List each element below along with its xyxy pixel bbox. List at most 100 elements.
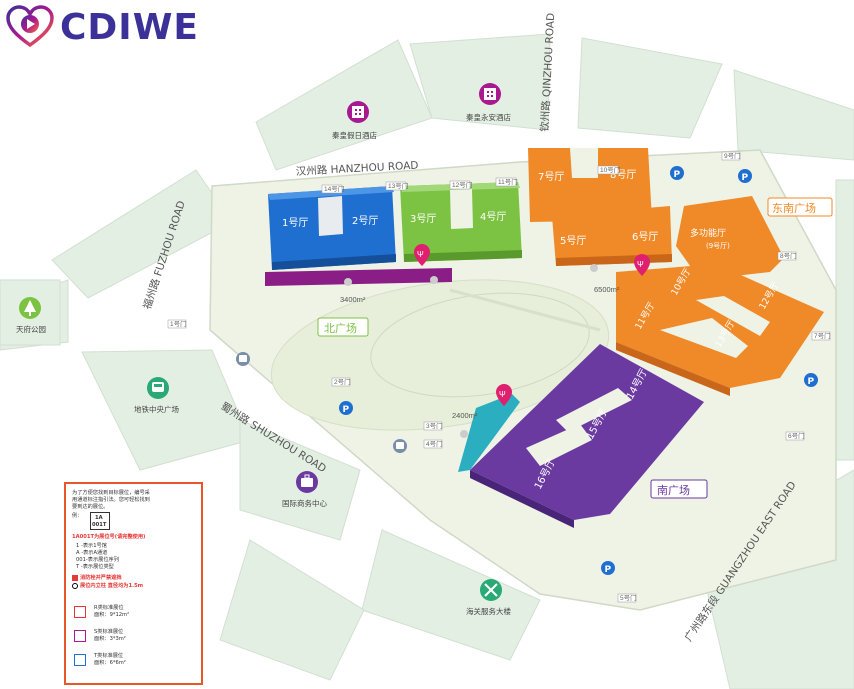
legend-code-desc: 1A001T为展位号(请完整使用) (72, 534, 146, 540)
block-north-east (577, 37, 723, 139)
label-hall-9-sub: (9号厅) (706, 242, 730, 250)
svg-text:Ψ: Ψ (637, 260, 644, 269)
block-south-1 (361, 529, 541, 661)
block-far-east (835, 179, 854, 461)
legend-s-area: 面积：3*3m² (94, 636, 126, 642)
poi-customs: 海关服务大楼 (466, 606, 511, 616)
poi-business: 国际商务中心 (282, 498, 327, 508)
legend-panel: 为了方便您找到目标展位，编号采 用通道标注指引法。您可轻松找到 要到达的展位。 … (64, 482, 203, 685)
gate-11: 11号门 (498, 177, 518, 186)
gate-labels: 1号门 2号门 3号门 4号门 5号门 6号门 7号门 8号门 9号门 10号门… (167, 151, 831, 603)
toilet-icons (344, 264, 598, 438)
north-plaza-area (270, 279, 610, 431)
halls-10-13[interactable] (616, 264, 824, 396)
area-3400: 3400m² (340, 295, 366, 304)
poi-park: 天府公园 (16, 324, 46, 334)
gate-13: 13号门 (388, 181, 408, 190)
legend-code-2: 001T (92, 522, 107, 528)
area-6500: 6500m² (594, 285, 620, 294)
gate-2: 2号门 (334, 377, 351, 386)
legend-pillar: 展位内立柱 直径均为1.5m (80, 583, 144, 589)
halls-14-16[interactable] (470, 344, 704, 528)
svg-text:Ψ: Ψ (499, 390, 506, 399)
halls-1-2[interactable] (268, 186, 396, 270)
corridor-3400 (265, 268, 452, 286)
legend-intro-3: 要到达的展位。 (72, 504, 109, 510)
label-hall-6: 6号厅 (632, 231, 658, 243)
bus-stop-icon[interactable] (393, 439, 407, 453)
parking-icon[interactable]: P (804, 373, 818, 387)
parking-icon[interactable]: P (601, 561, 615, 575)
label-hall-2: 2号厅 (352, 215, 378, 227)
toilet-icon[interactable] (590, 264, 598, 272)
legend-example: 例： (72, 513, 83, 519)
parking-icon[interactable]: P (339, 401, 353, 415)
legend-t-area: 面积：6*6m² (94, 660, 126, 666)
plaza-north: 北广场 (317, 317, 369, 337)
gate-5: 5号门 (620, 593, 637, 602)
parking-icon[interactable]: P (738, 169, 752, 183)
legend-r-area: 面积：9*12m² (94, 612, 130, 618)
hotel-1-icon[interactable] (347, 101, 369, 123)
fire-hydrant-icon (72, 575, 78, 581)
halls-7-8[interactable] (528, 148, 652, 222)
brand-header: CDIWE (6, 4, 199, 50)
legend-intro-2: 用通道标注指引法。您可轻松找到 (72, 497, 150, 503)
restaurant-pin-icon[interactable]: Ψ (496, 384, 512, 406)
area-2400: 2400m² (452, 411, 478, 420)
t-type-swatch (74, 654, 86, 666)
legend-line-4: T -表示展位类型 (76, 564, 114, 570)
svg-text:P: P (343, 405, 350, 415)
label-hall-4: 4号厅 (480, 211, 506, 223)
corridor-2400 (458, 394, 520, 472)
road-qinzhou: 钦州路 QINZHOU ROAD (538, 13, 557, 133)
parking-icon[interactable]: P (670, 166, 684, 180)
play-heart-logo-icon (6, 5, 54, 48)
toilet-icon[interactable] (344, 278, 352, 286)
legend-t-type: T类标准展位 (94, 653, 124, 659)
poi-hotel-1: 秦皇假日酒店 (332, 130, 377, 140)
label-hall-5: 5号厅 (560, 235, 586, 247)
legend-intro-1: 为了方便您找到目标展位，编号采 (72, 490, 150, 496)
svg-text:北广场: 北广场 (324, 321, 357, 335)
hall-9[interactable] (676, 196, 784, 280)
gate-12: 12号门 (452, 180, 472, 189)
plaza-southeast: 东南广场 (767, 197, 833, 217)
svg-text:P: P (674, 170, 681, 180)
toilet-icon[interactable] (460, 430, 468, 438)
svg-text:东南广场: 东南广场 (772, 201, 816, 215)
block-hotel-2 (409, 33, 551, 131)
s-type-swatch (74, 630, 86, 642)
legend-code-1: 1A (95, 515, 103, 521)
poi-hotel-2: 秦皇永安酒店 (466, 112, 511, 122)
legend-line-2: A -表示A通道 (76, 550, 108, 556)
legend-s-type: S类标准展位 (94, 629, 124, 635)
metro-bus-icon[interactable] (147, 377, 169, 399)
restaurant-pin-icon[interactable]: Ψ (634, 254, 650, 276)
gate-9: 9号门 (724, 151, 741, 160)
plaza-south: 南广场 (650, 479, 708, 499)
road-hanzhou: 汉州路 HANZHOU ROAD (295, 159, 418, 178)
customs-icon[interactable] (480, 579, 502, 601)
gate-1: 1号门 (170, 319, 187, 328)
business-center-icon[interactable] (296, 471, 318, 493)
bus-stop-icon[interactable] (236, 352, 250, 366)
brand-name: CDIWE (60, 6, 199, 48)
block-south-2 (219, 539, 365, 681)
legend-line-1: 1 -表示1号馆 (76, 543, 107, 549)
gate-6: 6号门 (788, 431, 805, 440)
gate-14: 14号门 (324, 184, 344, 193)
gate-8: 8号门 (780, 251, 797, 260)
pillar-icon (72, 583, 78, 589)
svg-text:Ψ: Ψ (417, 250, 424, 259)
hotel-2-icon[interactable] (479, 83, 501, 105)
legend-code-box: 1A 001T (90, 512, 110, 530)
restaurant-pin-icon[interactable]: Ψ (414, 244, 430, 266)
svg-text:P: P (605, 565, 612, 575)
gate-3: 3号门 (426, 421, 443, 430)
block-nw (51, 169, 233, 299)
poi-metro: 地铁中央广场 (134, 404, 179, 414)
toilet-icon[interactable] (430, 276, 438, 284)
park-tree-icon[interactable] (19, 297, 41, 319)
